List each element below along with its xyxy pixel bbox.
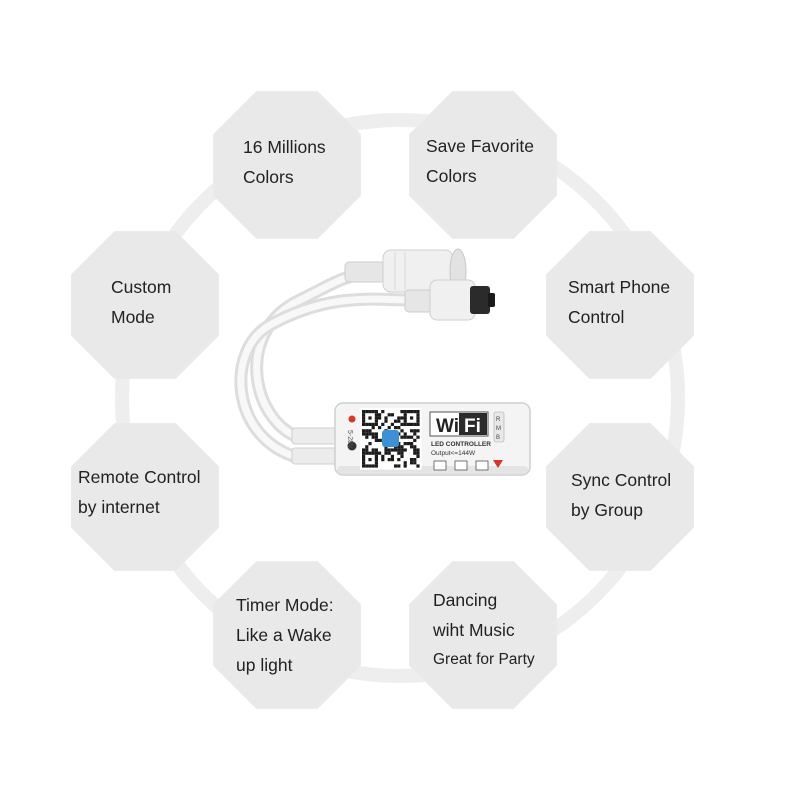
cable-lower-highlight [237,295,414,462]
feature-badge-timer [213,561,361,709]
output-rating: Output<=144W [431,450,476,457]
status-led [348,415,356,423]
feature-label-line: Colors [426,166,477,186]
mode-icon-1 [433,460,447,471]
wifi-controller-device: 5-28V Wi Fi LED CONTROLLER Output<=144W … [234,248,531,476]
button-label-m: M [496,426,501,432]
feature-label-line: Sync Control [571,470,672,490]
feature-label-sync: Sync Control by Group [571,465,671,525]
button-label-b: B [496,435,500,441]
feature-badge-remote [71,423,219,571]
feature-label-line: Control [568,307,625,327]
feature-label-line: by Group [571,500,643,520]
feature-badge-colors [213,91,361,239]
feature-badge-sync [546,423,694,571]
feature-label-timer: Timer Mode: Like a Wake up light [236,590,334,680]
app-logo-icon [382,430,399,447]
feature-label-line: Mode [111,307,155,327]
mode-icon-3 [475,460,489,471]
feature-label-line: Remote Control [78,467,201,487]
feature-badge-custom [71,231,219,379]
qr-code [360,408,422,470]
mode-icon-2 [454,460,468,471]
feature-label-line: Save Favorite [426,136,534,156]
strain-relief-lower [291,447,338,465]
feature-badge-favorite [409,91,557,239]
strain-relief-upper [291,427,338,445]
feature-label-remote: Remote Control by internet [78,462,201,522]
wifi-brand-right: Fi [464,416,481,437]
feature-label-line: 16 Millions [243,137,326,157]
feature-label-line: up light [236,655,293,675]
reset-button [347,441,357,451]
voltage-label: 5-28V [346,430,353,449]
feature-label-line: Colors [243,167,294,187]
wifi-brand-left: Wi [436,416,459,437]
button-label-r: R [496,417,501,423]
feature-label-line: Timer Mode: [236,595,334,615]
feature-label-line: Smart Phone [568,277,671,297]
feature-label-line: Great for Party [433,651,535,668]
feature-label-line: wiht Music [433,620,515,640]
controller-label: LED CONTROLLER [431,441,491,448]
feature-label-line: by internet [78,497,160,517]
feature-label-line: Like a Wake [236,625,332,645]
feature-badge-smartphone [546,231,694,379]
feature-label-line: Custom [111,277,172,297]
feature-label-line: Dancing [433,590,498,610]
rgb-connector [404,279,495,321]
feature-badges [71,91,694,709]
connector-ring [115,113,685,683]
feature-badge-music [409,561,557,709]
arrow-mark-icon [493,460,503,468]
